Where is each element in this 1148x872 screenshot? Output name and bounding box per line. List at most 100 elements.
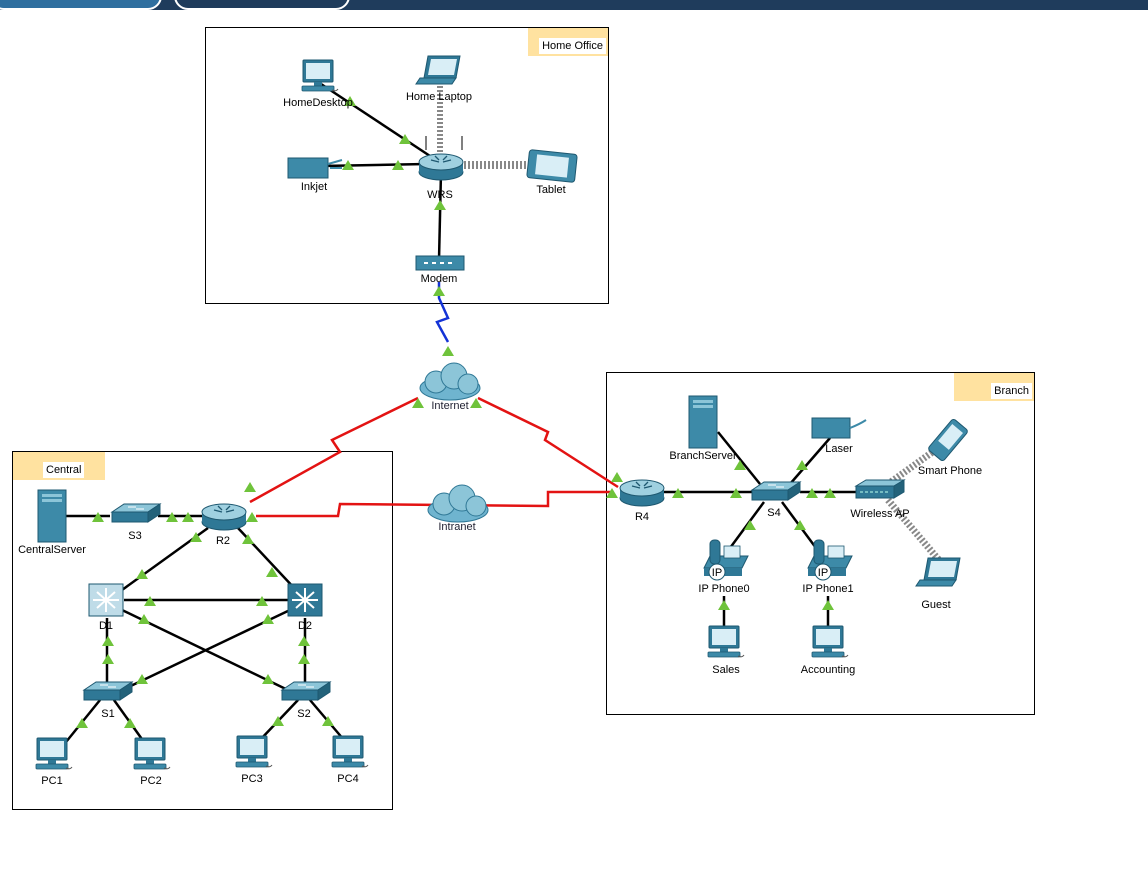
ip-badge-icon (814, 563, 832, 581)
device-label: R4 (635, 511, 649, 523)
device-r2[interactable]: R2 (201, 503, 247, 547)
cluster-central[interactable]: Central (12, 451, 393, 810)
device-label: PC4 (337, 773, 358, 785)
device-s1[interactable]: S1 (83, 681, 133, 720)
device-label: CentralServer (18, 544, 86, 556)
device-pc1[interactable]: PC1 (35, 737, 73, 787)
device-label: Sales (712, 664, 740, 676)
device-guest[interactable]: Guest (915, 557, 961, 611)
multilayer-switch-icon (287, 583, 323, 617)
top-bar (0, 0, 1148, 10)
device-central-server[interactable]: CentralServer (18, 489, 86, 556)
switch-icon (111, 503, 161, 523)
device-label: D2 (298, 620, 312, 632)
device-home-laptop[interactable]: Home Laptop (406, 55, 472, 103)
device-label: PC2 (140, 775, 161, 787)
device-modem[interactable]: Modem (415, 255, 465, 285)
ip-badge: IP (712, 567, 722, 579)
printer-icon (287, 157, 329, 179)
device-label: PC3 (241, 773, 262, 785)
smartphone-icon (928, 418, 968, 462)
device-pc4[interactable]: PC4 (331, 735, 369, 785)
device-ip-phone0[interactable]: IP IP Phone0 (698, 539, 750, 595)
router-icon (619, 479, 665, 507)
device-home-desktop[interactable]: HomeDesktop (283, 59, 353, 109)
cloud-icon (419, 362, 481, 401)
switch-icon (281, 681, 331, 701)
cluster-title: Home Office (539, 38, 606, 54)
cloud-intranet[interactable]: Intranet (427, 484, 489, 533)
cluster-branch[interactable]: Branch (606, 372, 1035, 715)
device-label: S3 (128, 530, 141, 542)
device-label: S4 (767, 507, 780, 519)
laptop-icon (415, 55, 461, 85)
ip-badge: IP (818, 567, 828, 579)
switch-icon (83, 681, 133, 701)
printer-paper-icon (327, 159, 343, 169)
device-label: D1 (99, 620, 113, 632)
device-tablet[interactable]: Tablet (526, 149, 578, 196)
access-point-icon (854, 479, 906, 499)
device-label: Inkjet (301, 181, 327, 193)
modem-icon (415, 255, 465, 271)
device-pc2[interactable]: PC2 (133, 737, 171, 787)
device-label: Accounting (801, 664, 855, 676)
device-accounting[interactable]: Accounting (801, 625, 855, 676)
device-label: S2 (297, 708, 310, 720)
pc-icon (301, 59, 339, 92)
device-label: Smart Phone (918, 465, 982, 477)
device-pc3[interactable]: PC3 (235, 735, 273, 785)
multilayer-switch-icon (88, 583, 124, 617)
device-label: Wireless AP (850, 508, 909, 520)
pc-icon (707, 625, 745, 658)
device-smart-phone[interactable]: Smart Phone (918, 418, 982, 477)
device-inkjet[interactable]: Inkjet (287, 157, 343, 193)
device-s4[interactable]: S4 (751, 481, 801, 519)
laptop-icon (915, 557, 961, 587)
device-label: IP Phone1 (802, 583, 853, 595)
device-laser[interactable]: Laser (811, 417, 867, 455)
server-icon (688, 395, 718, 449)
device-label: PC1 (41, 775, 62, 787)
cluster-home-office[interactable]: Home Office (205, 27, 609, 304)
switch-icon (751, 481, 801, 501)
device-label: Home Laptop (406, 91, 472, 103)
cluster-title: Central (43, 462, 85, 478)
device-label: Laser (825, 443, 853, 455)
device-branch-server[interactable]: BranchServer (669, 395, 737, 462)
device-label: BranchServer (669, 450, 737, 462)
cloud-label: Internet (431, 400, 468, 412)
device-d2[interactable]: D2 (287, 583, 323, 632)
device-label: R2 (216, 535, 230, 547)
cluster-label-tab: Branch (954, 373, 1034, 401)
device-wrs[interactable]: WRS (418, 136, 464, 201)
cluster-label-tab: Home Office (528, 28, 608, 56)
pc-icon (331, 735, 369, 768)
device-r4[interactable]: R4 (619, 479, 665, 523)
cluster-label-tab: Central (13, 452, 105, 480)
pc-icon (811, 625, 849, 658)
device-label: Guest (921, 599, 950, 611)
ip-badge-icon (708, 563, 726, 581)
cloud-internet[interactable]: Internet (419, 362, 481, 412)
device-ip-phone1[interactable]: IP IP Phone1 (802, 539, 854, 595)
tablet-icon (526, 149, 578, 183)
device-s2[interactable]: S2 (281, 681, 331, 720)
cloud-icon (427, 484, 489, 523)
device-label: WRS (427, 189, 453, 201)
device-label: IP Phone0 (698, 583, 749, 595)
server-icon (37, 489, 67, 543)
device-label: Tablet (536, 184, 565, 196)
device-label: S1 (101, 708, 114, 720)
device-d1[interactable]: D1 (88, 583, 124, 632)
pc-icon (235, 735, 273, 768)
device-wireless-ap[interactable]: Wireless AP (850, 479, 910, 520)
link-lines (64, 80, 955, 743)
device-sales[interactable]: Sales (707, 625, 745, 676)
device-label: HomeDesktop (283, 97, 353, 109)
pc-icon (35, 737, 73, 770)
device-s3[interactable]: S3 (111, 503, 161, 542)
pc-icon (133, 737, 171, 770)
device-label: Modem (421, 273, 458, 285)
